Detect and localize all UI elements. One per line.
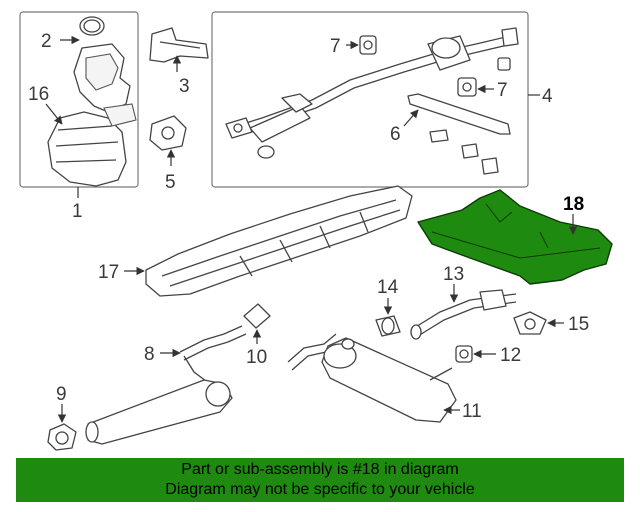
callout-2[interactable]: 2	[41, 31, 52, 52]
part-4-front-pipe[interactable]	[225, 27, 519, 159]
part-7-hanger-upper[interactable]	[359, 35, 377, 55]
callout-11[interactable]: 11	[462, 401, 482, 422]
part-16-manifold-converter[interactable]	[47, 43, 137, 187]
callout-7a[interactable]: 7	[330, 36, 341, 57]
callout-4[interactable]: 4	[542, 86, 553, 107]
part-15-insulator[interactable]	[513, 311, 547, 335]
leader-6	[403, 109, 419, 127]
leader-16	[45, 103, 63, 125]
banner-line-1: Part or sub-assembly is #18 in diagram	[181, 461, 459, 478]
part-5-flange-gasket[interactable]	[149, 115, 187, 151]
part-13-pipe[interactable]	[410, 289, 517, 340]
callout-1[interactable]: 1	[72, 201, 83, 222]
part-2-gasket[interactable]	[79, 16, 105, 36]
part-10-gasket[interactable]	[243, 303, 271, 329]
part-11-muffler[interactable]	[287, 333, 457, 423]
callout-18[interactable]: 18	[563, 194, 584, 215]
callout-10[interactable]: 10	[246, 347, 267, 368]
part-18-shield[interactable]	[417, 189, 613, 285]
callout-14[interactable]: 14	[377, 277, 399, 298]
callout-6[interactable]: 6	[390, 124, 401, 145]
callout-17[interactable]: 17	[98, 262, 119, 283]
banner-line-2: Diagram may not be specific to your vehi…	[165, 481, 475, 498]
callout-15[interactable]: 15	[568, 314, 589, 335]
callout-9[interactable]: 9	[56, 384, 67, 405]
callout-5[interactable]: 5	[165, 172, 176, 193]
part-17-heat-shield[interactable]	[145, 185, 413, 297]
callout-13[interactable]: 13	[443, 264, 464, 285]
part-7-hanger-lower[interactable]	[457, 57, 511, 97]
part-3-bracket[interactable]	[149, 27, 209, 63]
info-banner: Part or sub-assembly is #18 in diagram D…	[16, 458, 624, 502]
callout-16[interactable]: 16	[28, 84, 49, 105]
callout-8[interactable]: 8	[144, 344, 155, 365]
part-6-bracket-bar[interactable]	[407, 93, 511, 175]
part-8-resonator[interactable]	[85, 325, 247, 445]
part-14-clamp[interactable]	[375, 315, 401, 337]
part-9-gasket[interactable]	[47, 423, 77, 451]
part-12-hanger[interactable]	[455, 345, 473, 363]
callout-3[interactable]: 3	[179, 76, 190, 97]
callout-12[interactable]: 12	[500, 345, 521, 366]
callout-7b[interactable]: 7	[497, 80, 508, 101]
